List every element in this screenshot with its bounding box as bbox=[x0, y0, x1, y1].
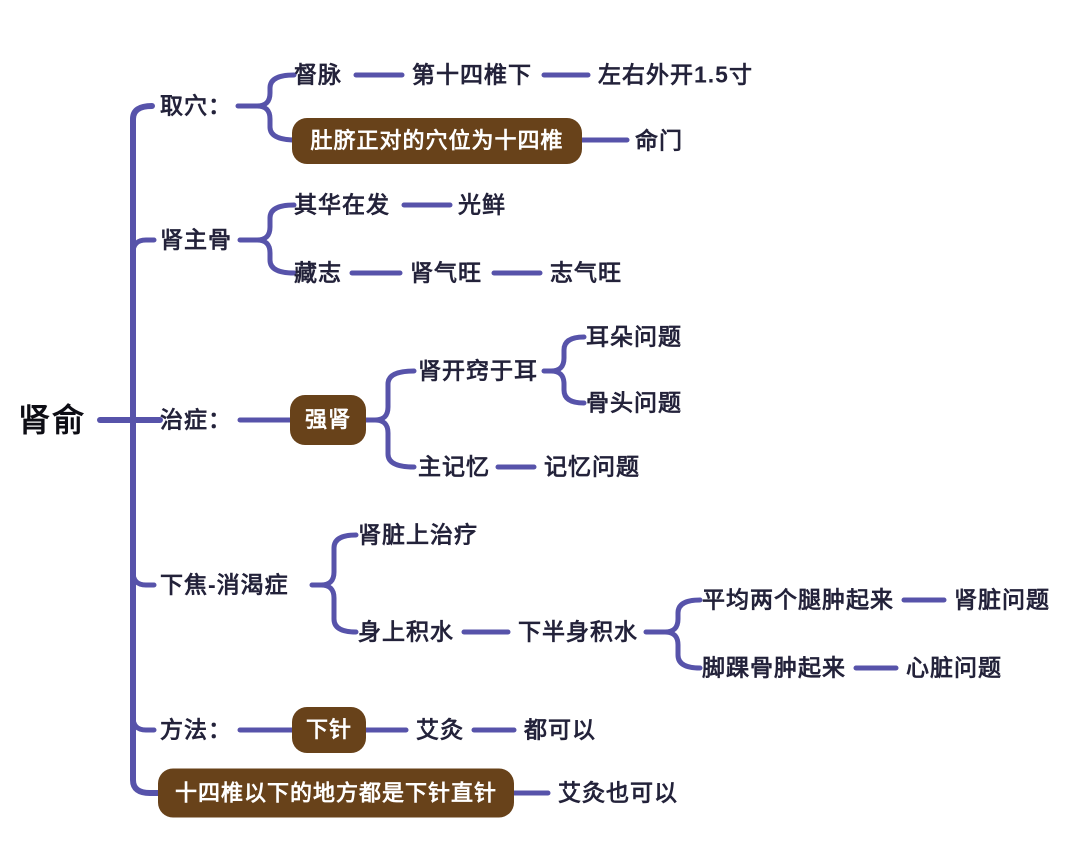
node-shiny[interactable]: 光鲜 bbox=[458, 191, 506, 218]
node-ankle-swollen[interactable]: 脚踝骨肿起来 bbox=[702, 654, 846, 681]
root-node-shenshu[interactable]: 肾俞 bbox=[18, 402, 87, 438]
brace-acupoint-top bbox=[254, 72, 297, 109]
node-acupoint-selection[interactable]: 取穴： bbox=[160, 92, 232, 119]
node-stores-zhi[interactable]: 藏志 bbox=[294, 259, 342, 286]
node-kidney-qi-strong[interactable]: 肾气旺 bbox=[410, 259, 482, 286]
node-ear-problems[interactable]: 耳朵问题 bbox=[586, 323, 682, 350]
node-both-ok[interactable]: 都可以 bbox=[524, 716, 596, 743]
node-moxibustion[interactable]: 艾灸 bbox=[416, 716, 464, 743]
brace-lowerjiao-top bbox=[318, 532, 359, 588]
node-kidney-governs-bone[interactable]: 肾主骨 bbox=[160, 226, 232, 253]
node-method[interactable]: 方法： bbox=[160, 716, 232, 743]
node-memory-problems[interactable]: 记忆问题 bbox=[544, 453, 640, 480]
brace-ear-top bbox=[548, 334, 587, 374]
brace-ear-bottom bbox=[548, 368, 587, 406]
brace-lowerjiao-bottom bbox=[318, 582, 359, 635]
node-both-legs-swollen[interactable]: 平均两个腿肿起来 bbox=[702, 586, 894, 613]
node-lower-body-water[interactable]: 下半身积水 bbox=[518, 618, 638, 645]
node-bone-problems[interactable]: 骨头问题 bbox=[586, 389, 682, 416]
node-treat-on-kidney[interactable]: 肾脏上治疗 bbox=[358, 521, 478, 548]
node-willpower-strong[interactable]: 志气旺 bbox=[550, 259, 622, 286]
stub-method bbox=[130, 714, 157, 733]
node-strengthen-kidney-highlight[interactable]: 强肾 bbox=[290, 395, 366, 445]
node-hair-luster[interactable]: 其华在发 bbox=[294, 191, 390, 218]
brace-bone-top bbox=[254, 202, 297, 243]
node-moxibustion-also-ok[interactable]: 艾灸也可以 bbox=[558, 779, 678, 806]
node-navel-14th-vertebra-highlight[interactable]: 肚脐正对的穴位为十四椎 bbox=[292, 118, 582, 164]
node-lateral-1-5-cun[interactable]: 左右外开1.5寸 bbox=[598, 61, 753, 88]
node-du-meridian[interactable]: 督脉 bbox=[294, 61, 342, 88]
brace-acupoint-bottom bbox=[254, 103, 299, 143]
brace-strengthen-bottom bbox=[372, 417, 417, 470]
stub-lower-jiao bbox=[130, 569, 157, 588]
node-kidney-problem[interactable]: 肾脏问题 bbox=[954, 586, 1050, 613]
brace-strengthen-top bbox=[372, 368, 417, 423]
node-below-14th-vertebra[interactable]: 第十四椎下 bbox=[412, 61, 532, 88]
brace-lowerbody-bottom bbox=[662, 629, 703, 671]
node-body-water-retention[interactable]: 身上积水 bbox=[358, 618, 454, 645]
node-lower-jiao-diabetes[interactable]: 下焦-消渴症 bbox=[160, 571, 289, 598]
node-kidney-opens-to-ear[interactable]: 肾开窍于耳 bbox=[418, 357, 538, 384]
node-heart-problem[interactable]: 心脏问题 bbox=[906, 654, 1002, 681]
node-needle-highlight[interactable]: 下针 bbox=[292, 707, 367, 753]
node-mingmen[interactable]: 命门 bbox=[635, 127, 683, 154]
stub-kidney-governs-bone bbox=[130, 237, 157, 256]
trunk-line bbox=[130, 103, 165, 796]
node-governs-memory[interactable]: 主记忆 bbox=[418, 453, 490, 480]
brace-bone-bottom bbox=[254, 237, 297, 276]
brace-lowerbody-top bbox=[662, 597, 703, 635]
node-below-14th-straight-needle-highlight[interactable]: 十四椎以下的地方都是下针直针 bbox=[158, 768, 514, 818]
node-treats[interactable]: 治症： bbox=[160, 406, 232, 433]
